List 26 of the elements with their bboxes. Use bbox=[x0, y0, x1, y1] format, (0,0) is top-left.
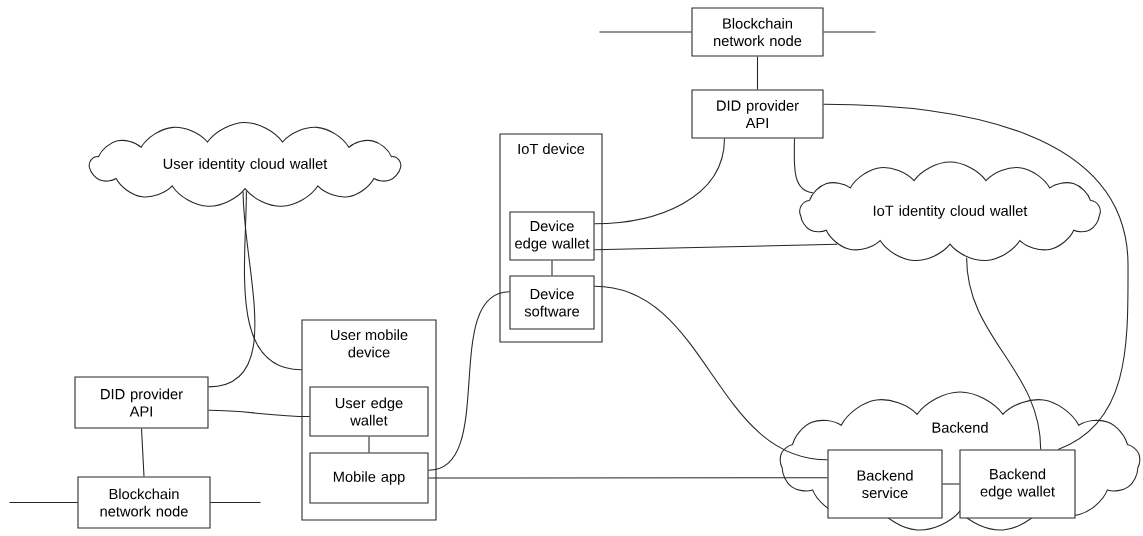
connector-line bbox=[208, 191, 256, 388]
connector-line bbox=[428, 291, 510, 471]
connector-line bbox=[966, 257, 1042, 450]
connector-line bbox=[368, 436, 370, 453]
connector-line bbox=[594, 138, 726, 225]
connector-line bbox=[428, 477, 828, 479]
connector-line bbox=[208, 409, 310, 418]
component-box: User edge wallet bbox=[309, 386, 429, 437]
connector-line bbox=[551, 260, 553, 276]
component-box: Blockchain network node bbox=[77, 476, 211, 529]
connector-line bbox=[823, 103, 1129, 450]
component-box: Mobile app bbox=[309, 452, 429, 504]
component-box: Blockchain network node bbox=[691, 7, 824, 57]
component-box: Backend service bbox=[827, 449, 943, 519]
connector-line bbox=[793, 138, 814, 194]
component-box: Backend edge wallet bbox=[959, 449, 1076, 519]
connector-line bbox=[942, 483, 960, 485]
component-box: Device edge wallet bbox=[509, 211, 595, 261]
component-box: DID provider API bbox=[691, 89, 824, 139]
connector-line bbox=[140, 428, 145, 477]
connector-line bbox=[756, 56, 759, 90]
connector-line bbox=[594, 285, 828, 461]
connector-line bbox=[243, 190, 302, 371]
component-box: Device software bbox=[509, 275, 595, 330]
component-box: DID provider API bbox=[74, 376, 209, 429]
connector-line bbox=[594, 243, 838, 251]
